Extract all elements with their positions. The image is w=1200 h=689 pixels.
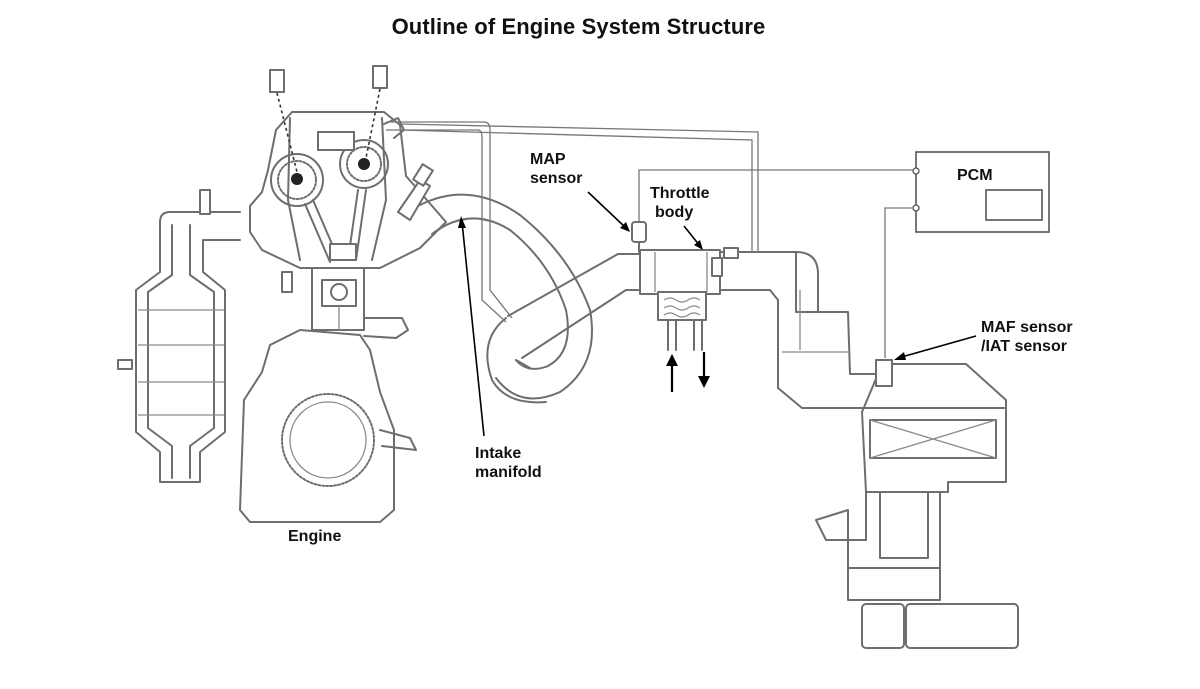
air-cleaner	[815, 359, 1019, 649]
throttle-body-label: Throttle body	[650, 184, 710, 222]
leader-lines	[458, 191, 977, 437]
catalytic-converter	[117, 189, 241, 483]
diagram-title: Outline of Engine System Structure	[391, 14, 766, 39]
intake-manifold	[419, 193, 641, 404]
engine	[239, 65, 447, 523]
intake-manifold-label: Intake manifold	[475, 444, 542, 482]
intake-duct	[719, 247, 879, 409]
engine-label: Engine	[288, 528, 342, 545]
throttle-body-label-line2: body	[655, 204, 694, 221]
map-sensor-label-line1: MAP	[530, 151, 566, 168]
maf-sensor-label-line1: MAF sensor	[981, 319, 1073, 336]
maf-sensor-label-line2: /IAT sensor	[981, 338, 1067, 355]
pcm-label: PCM	[957, 167, 993, 184]
wiring	[386, 121, 913, 358]
map-sensor-label-line2: sensor	[530, 170, 583, 187]
map-sensor-label: MAP sensor	[530, 150, 582, 188]
intake-manifold-label-line1: Intake	[475, 445, 522, 462]
maf-sensor-label: MAF sensor /IAT sensor	[981, 318, 1073, 356]
flow-arrows	[666, 352, 710, 392]
pcm-box	[912, 151, 1050, 233]
throttle-body-label-line1: Throttle	[650, 185, 710, 202]
intake-manifold-label-line2: manifold	[475, 464, 542, 481]
throttle-body	[631, 221, 723, 351]
